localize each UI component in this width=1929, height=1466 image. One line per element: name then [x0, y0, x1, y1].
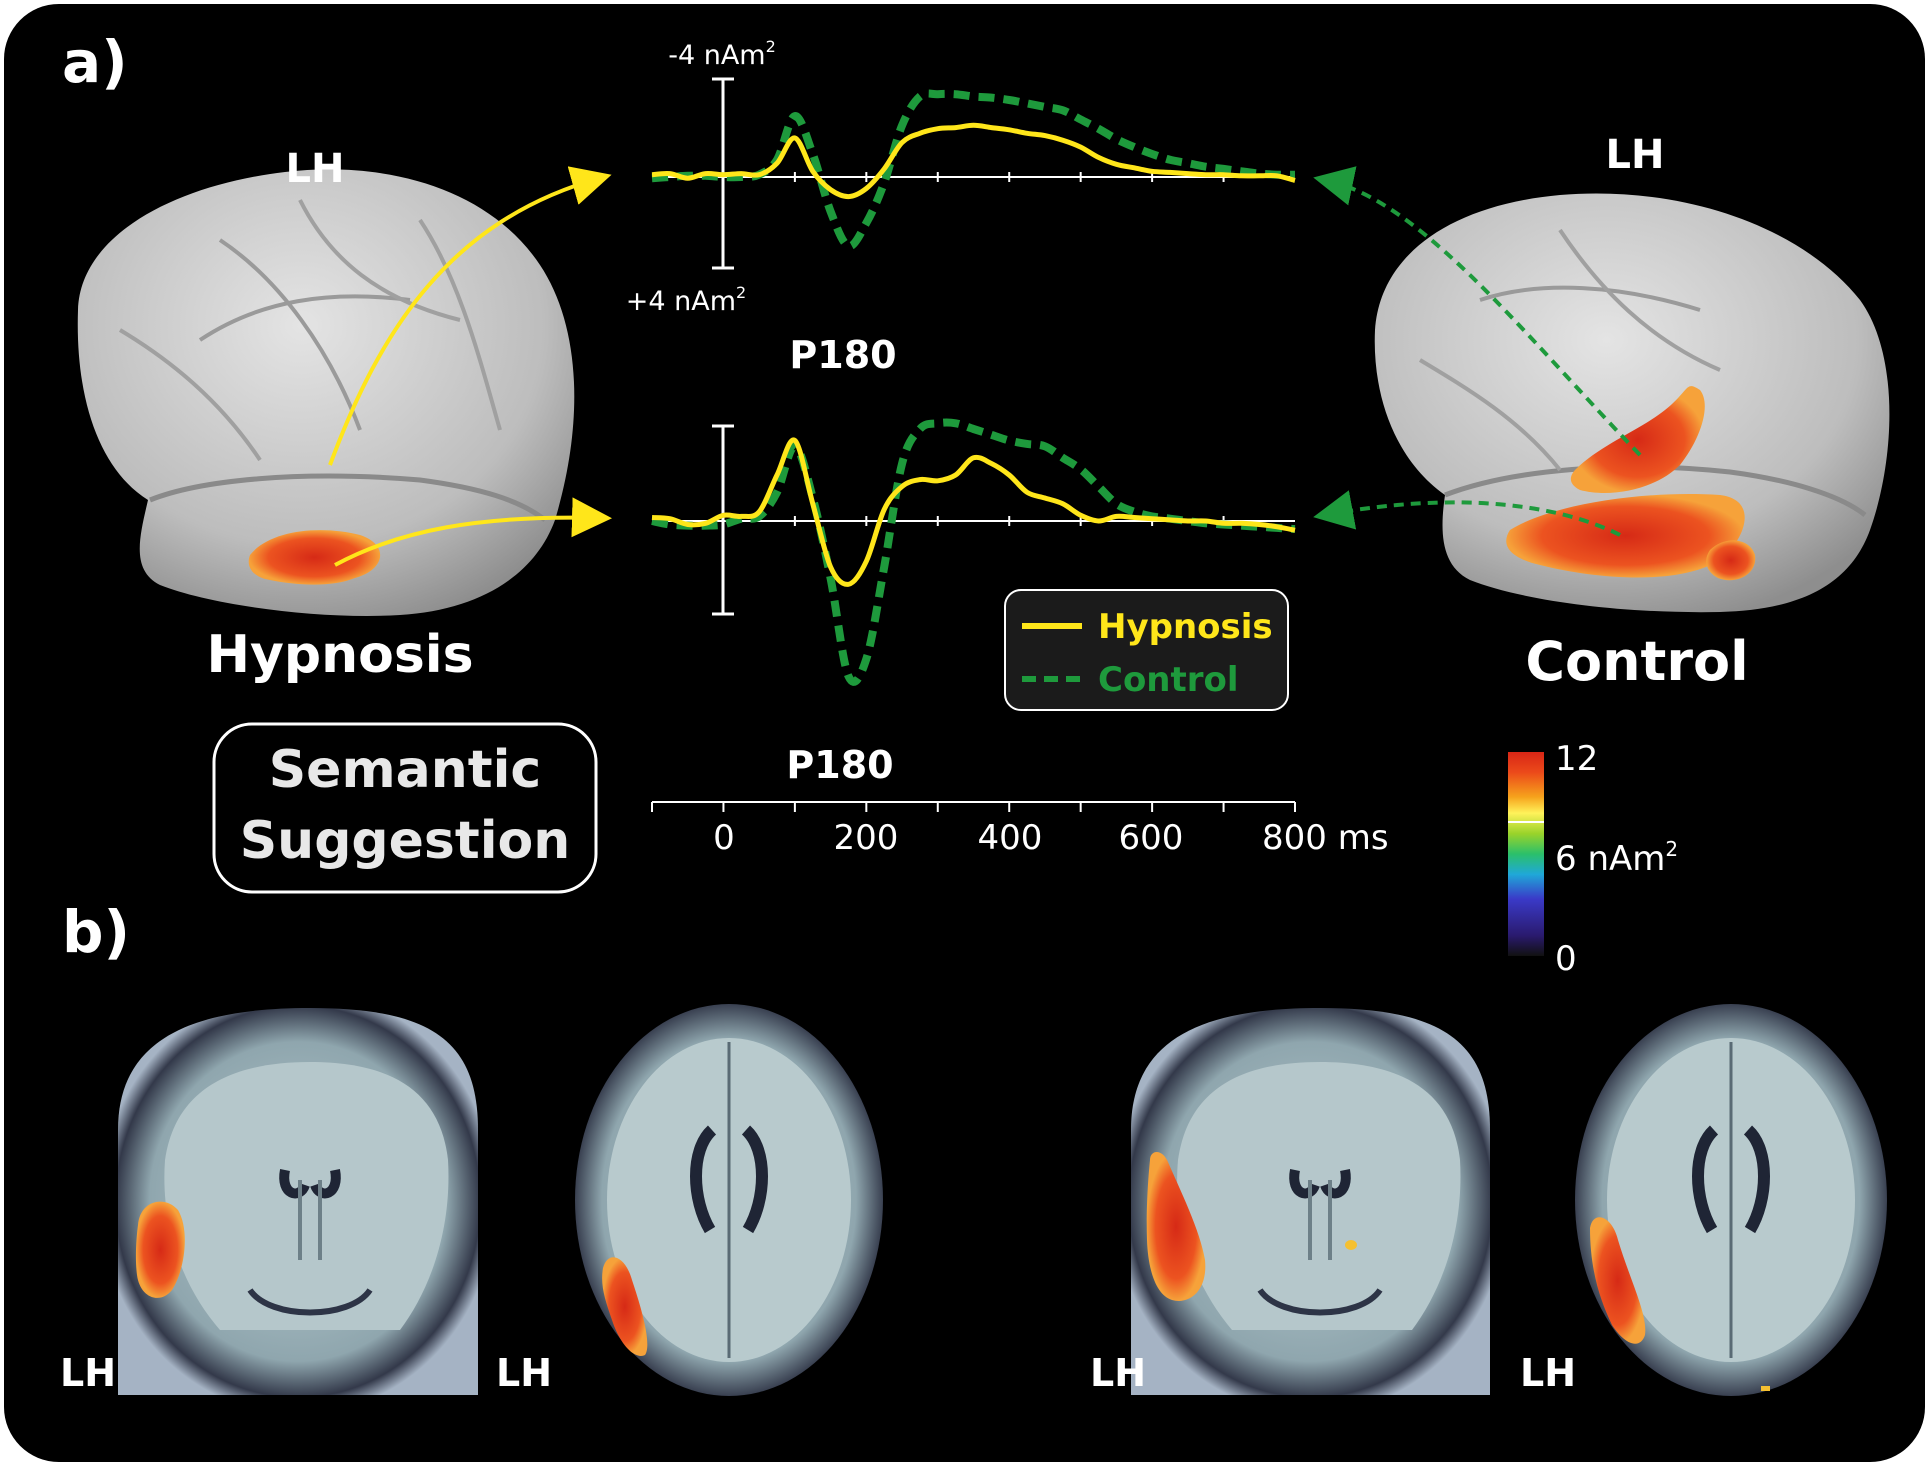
peak-label-top: P180 — [789, 333, 896, 377]
series-hypnosis-top — [651, 122, 1296, 200]
scale-label-top: -4 nAm2 — [668, 37, 776, 71]
series-hypnosis-bottom — [651, 437, 1296, 587]
control-hemisphere-label: LH — [1606, 132, 1665, 178]
mri-activation-axial-control-spot — [1761, 1386, 1770, 1391]
hypnosis-activation-cluster — [248, 530, 381, 585]
legend-label-control: Control — [1098, 660, 1239, 700]
control-activation-spot — [1706, 540, 1756, 581]
colorbar-min-label: 0 — [1555, 939, 1577, 979]
panel-b-label: b) — [62, 898, 130, 966]
mri-coronal-hypnosis — [118, 1008, 478, 1395]
mri-axial-control — [1575, 1004, 1887, 1396]
colorbar-max-label: 12 — [1555, 739, 1598, 779]
hypnosis-arrow-top — [328, 166, 612, 466]
legend: Hypnosis Control — [1004, 589, 1289, 711]
hypnosis-condition-title: Hypnosis — [206, 625, 473, 685]
semantic-suggestion-line2: Suggestion — [240, 811, 571, 871]
control-arrow-top — [1313, 166, 1642, 457]
mri-activation-coronal-control-spot — [1345, 1240, 1357, 1250]
time-axis: 0 200 400 600 800 ms — [651, 801, 1389, 858]
time-tick-400: 400 — [978, 818, 1043, 858]
mri-activation-axial-hypnosis — [602, 1257, 648, 1356]
hypnosis-hemisphere-label: LH — [286, 146, 345, 192]
waveform-plot-top — [651, 77, 1296, 270]
time-tick-600: 600 — [1119, 818, 1184, 858]
legend-label-hypnosis: Hypnosis — [1098, 607, 1273, 647]
hypnosis-arrow-bottom — [334, 497, 612, 567]
slice-label-4: LH — [1520, 1351, 1576, 1395]
slice-label-3: LH — [1090, 1351, 1146, 1395]
scale-label-bottom: +4 nAm2 — [626, 283, 746, 317]
mri-axial-hypnosis — [575, 1004, 883, 1396]
hypnosis-brain-surface — [77, 169, 575, 616]
mri-activation-coronal-hypnosis — [135, 1201, 185, 1298]
peak-label-bottom: P180 — [786, 743, 893, 787]
mri-activation-axial-control — [1590, 1217, 1646, 1344]
mri-coronal-control — [1131, 1008, 1490, 1395]
mri-activation-coronal-control — [1146, 1152, 1206, 1301]
panel-a-label: a) — [62, 28, 128, 96]
colorbar-gradient — [1508, 752, 1544, 956]
waveform-plot-bottom — [651, 418, 1296, 686]
control-condition-title: Control — [1525, 630, 1748, 693]
series-control-bottom — [651, 418, 1296, 686]
control-arrow-bottom — [1313, 490, 1621, 537]
time-tick-200: 200 — [834, 818, 899, 858]
time-tick-0: 0 — [713, 818, 735, 858]
semantic-suggestion-line1: Semantic — [269, 740, 542, 800]
time-tick-800: 800 ms — [1262, 818, 1389, 858]
semantic-suggestion-box: Semantic Suggestion — [212, 722, 598, 894]
slice-label-1: LH — [60, 1351, 116, 1395]
colorbar: 12 6 nAm2 0 — [1508, 739, 1678, 979]
control-brain-surface — [1374, 193, 1890, 613]
colorbar-mid-label: 6 nAm2 — [1555, 837, 1678, 879]
slice-label-2: LH — [496, 1351, 552, 1395]
control-activation-upper — [1570, 386, 1705, 493]
